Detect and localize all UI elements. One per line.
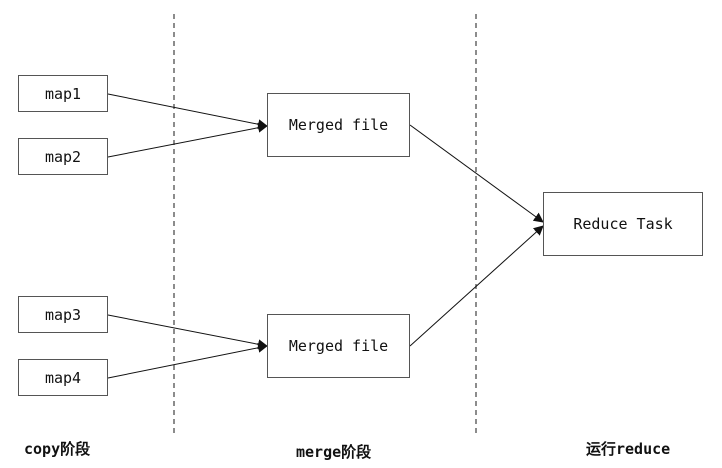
phase-label-copy: copy阶段 xyxy=(24,440,91,458)
map4-box: map4 xyxy=(18,359,108,396)
arrow-map3-to-merged2 xyxy=(107,314,268,350)
merged-file-box-1: Merged file xyxy=(267,93,410,157)
phase-label-merge: merge阶段 xyxy=(296,443,372,461)
arrow-merged2-to-reduce xyxy=(409,225,544,347)
phase-label-reduce: 运行reduce xyxy=(586,440,671,458)
map2-box: map2 xyxy=(18,138,108,175)
arrow-map2-to-merged1 xyxy=(107,122,268,158)
arrow-merged1-to-reduce xyxy=(409,124,544,223)
arrow-map1-to-merged1 xyxy=(107,93,268,130)
map3-box: map3 xyxy=(18,296,108,333)
map1-box: map1 xyxy=(18,75,108,112)
reduce-task-box: Reduce Task xyxy=(543,192,703,256)
merged-file-box-2: Merged file xyxy=(267,314,410,378)
arrow-map4-to-merged2 xyxy=(107,342,268,379)
